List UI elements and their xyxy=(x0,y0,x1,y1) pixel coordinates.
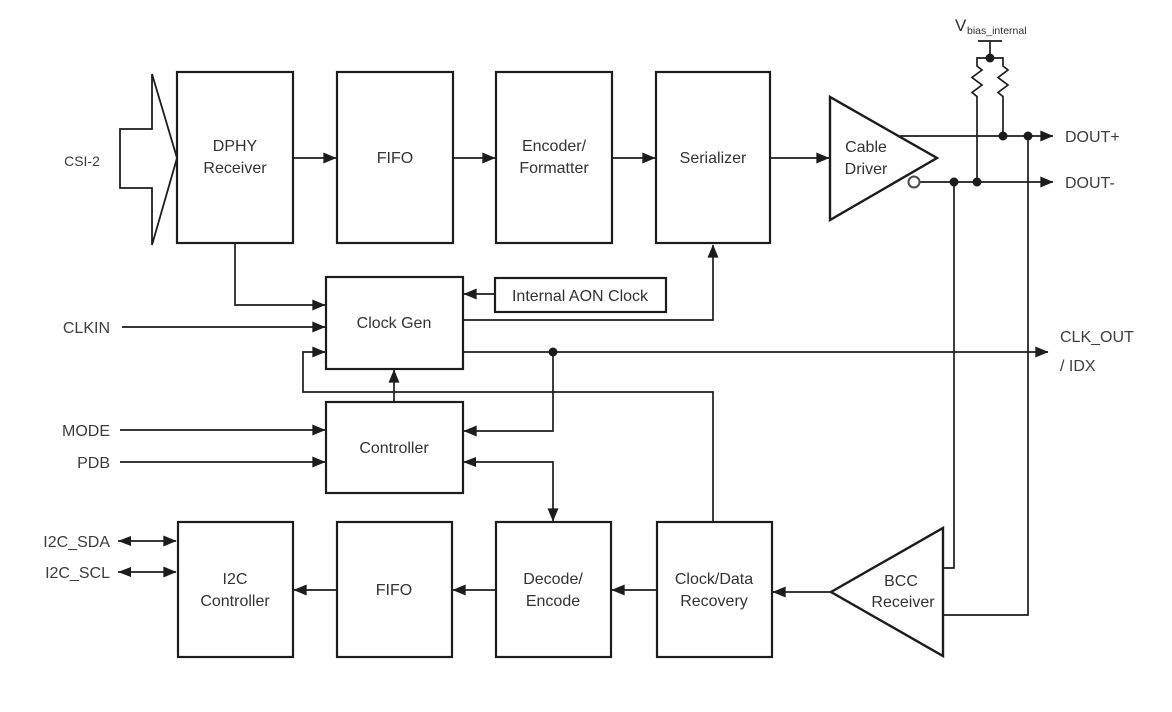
block-cable-driver xyxy=(828,94,940,223)
pin-clk-out-line1: CLK_OUT xyxy=(1060,329,1134,346)
label-serializer: Serializer xyxy=(680,150,747,167)
label-dphy-line2: Receiver xyxy=(203,160,267,177)
label-clock-gen: Clock Gen xyxy=(357,315,432,332)
pin-mode: MODE xyxy=(62,423,110,440)
junction-clk-branch xyxy=(548,347,558,357)
label-cdr-line2: Recovery xyxy=(680,593,748,610)
wire-dout-minus-to-bcc xyxy=(944,182,955,569)
label-i2c-line2: Controller xyxy=(200,593,270,610)
pin-dout-minus: DOUT- xyxy=(1065,175,1115,192)
block-bcc-receiver xyxy=(828,525,945,659)
junction-dout-plus-feedback xyxy=(1023,131,1033,141)
wire-cdr-to-clockgen xyxy=(302,346,714,522)
label-internal-aon-clock: Internal AON Clock xyxy=(512,288,649,305)
resistor-right xyxy=(990,57,1010,136)
junction-dout-minus-feedback xyxy=(949,177,959,187)
pin-i2c-sda: I2C_SDA xyxy=(43,534,110,551)
wire-dphy-to-clockgen xyxy=(234,244,326,311)
pin-vbias-subscript: bias_internal xyxy=(967,25,1027,37)
pin-pdb: PDB xyxy=(77,455,110,472)
pin-clk-out-line2: / IDX xyxy=(1060,358,1096,375)
wire-clk-to-controller xyxy=(463,352,554,437)
block-fifo-bottom xyxy=(335,520,454,659)
csi2-input-arrow xyxy=(119,73,178,246)
label-controller: Controller xyxy=(359,440,429,457)
block-dphy-receiver xyxy=(175,70,295,245)
resistor-left xyxy=(970,57,990,182)
label-decode-line1: Decode/ xyxy=(523,571,583,588)
pin-vbias-v: V xyxy=(955,16,967,35)
label-encoder-line1: Encoder/ xyxy=(522,138,587,155)
pin-clkin: CLKIN xyxy=(63,320,110,337)
junction-dout-minus-resistor xyxy=(972,177,982,187)
junction-vbias xyxy=(985,53,995,63)
block-controller xyxy=(324,400,465,495)
pin-csi2: CSI-2 xyxy=(64,153,100,169)
label-dphy-line1: DPHY xyxy=(213,138,258,155)
arrowhead-i2c-scl-left xyxy=(118,567,131,577)
label-fifo-top: FIFO xyxy=(377,150,413,167)
junction-dout-plus-resistor xyxy=(998,131,1008,141)
label-bcc-line1: BCC xyxy=(884,573,918,590)
block-clock-data-recovery xyxy=(655,520,774,659)
block-i2c-controller xyxy=(176,520,295,659)
arrowhead-into-controller xyxy=(463,457,476,467)
wire-clockgen-to-serializer xyxy=(463,244,719,321)
wire-dout-plus-to-bcc xyxy=(944,136,1029,616)
label-fifo-bottom: FIFO xyxy=(376,582,412,599)
block-clock-gen xyxy=(324,275,465,371)
label-i2c-line1: I2C xyxy=(223,571,248,588)
label-cable-line1: Cable xyxy=(845,139,887,156)
block-internal-aon-clock xyxy=(493,276,668,314)
label-encoder-line2: Formatter xyxy=(519,160,589,177)
block-encoder-formatter xyxy=(494,70,614,245)
pin-i2c-scl: I2C_SCL xyxy=(45,565,110,582)
label-cable-line2: Driver xyxy=(845,161,888,178)
cable-driver-inverting-bubble xyxy=(907,175,921,189)
block-fifo-top xyxy=(335,70,455,245)
wire-controller-decode-link xyxy=(463,461,559,522)
block-serializer xyxy=(654,70,772,245)
block-decode-encode xyxy=(494,520,613,659)
label-decode-line2: Encode xyxy=(526,593,580,610)
arrowhead-i2c-sda-left xyxy=(118,536,131,546)
label-cdr-line1: Clock/Data xyxy=(675,571,753,588)
pin-dout-plus: DOUT+ xyxy=(1065,129,1120,146)
label-bcc-line2: Receiver xyxy=(871,594,935,611)
